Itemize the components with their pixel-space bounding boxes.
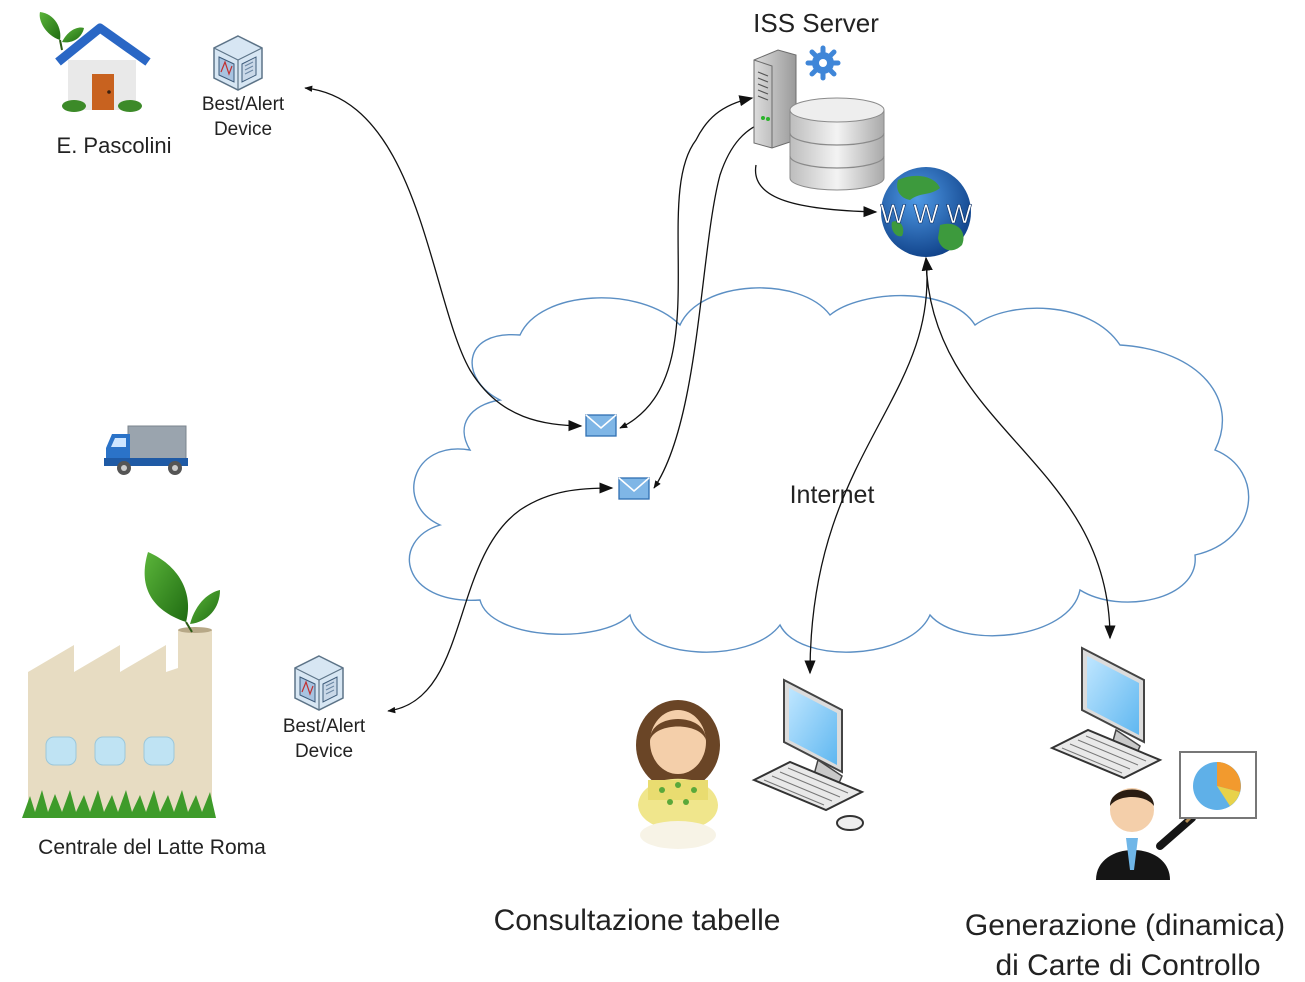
device-icon <box>213 35 263 91</box>
device-top-label-1: Best/Alert <box>202 94 285 115</box>
computer-icon <box>1049 646 1163 780</box>
envelope-icon <box>618 477 650 500</box>
device-top-label-2: Device <box>214 119 272 140</box>
arrow-server-to-www <box>754 164 878 218</box>
globe-icon: W W W <box>880 167 973 257</box>
server-label: ISS Server <box>753 8 879 38</box>
caption-generazione-2: di Carte di Controllo <box>995 949 1260 982</box>
envelope-icon <box>585 414 617 437</box>
arrow-device-bottom-to-envelope2 <box>387 482 614 714</box>
device-bottom-label-1: Best/Alert <box>283 716 366 737</box>
arrow-www-to-left-computer <box>804 256 933 675</box>
house-icon <box>39 12 151 112</box>
caption-generazione-1: Generazione (dinamica) <box>965 909 1285 942</box>
device-bottom-label-2: Device <box>295 741 353 762</box>
caption-consultazione: Consultazione tabelle <box>494 904 781 937</box>
device-icon <box>294 655 344 711</box>
truck-icon <box>104 425 188 475</box>
house-label: E. Pascolini <box>57 133 172 158</box>
server-icon <box>753 49 797 149</box>
factory-icon <box>22 552 220 818</box>
www-glyphs: W W W <box>880 199 972 229</box>
arrow-www-to-right-computer <box>925 259 1116 640</box>
cloud-label: Internet <box>790 481 875 509</box>
computer-icon <box>751 678 865 831</box>
internet-cloud <box>408 287 1250 653</box>
woman-icon <box>636 700 720 849</box>
businessman-icon <box>1096 788 1198 880</box>
gear-icon <box>805 45 841 81</box>
database-icon <box>789 97 885 191</box>
factory-label: Centrale del Latte Roma <box>38 836 266 859</box>
arrow-device-top-to-envelope1 <box>304 85 583 432</box>
arrow-envelope2-to-server <box>653 118 772 489</box>
pie-chart-icon <box>1179 751 1257 819</box>
